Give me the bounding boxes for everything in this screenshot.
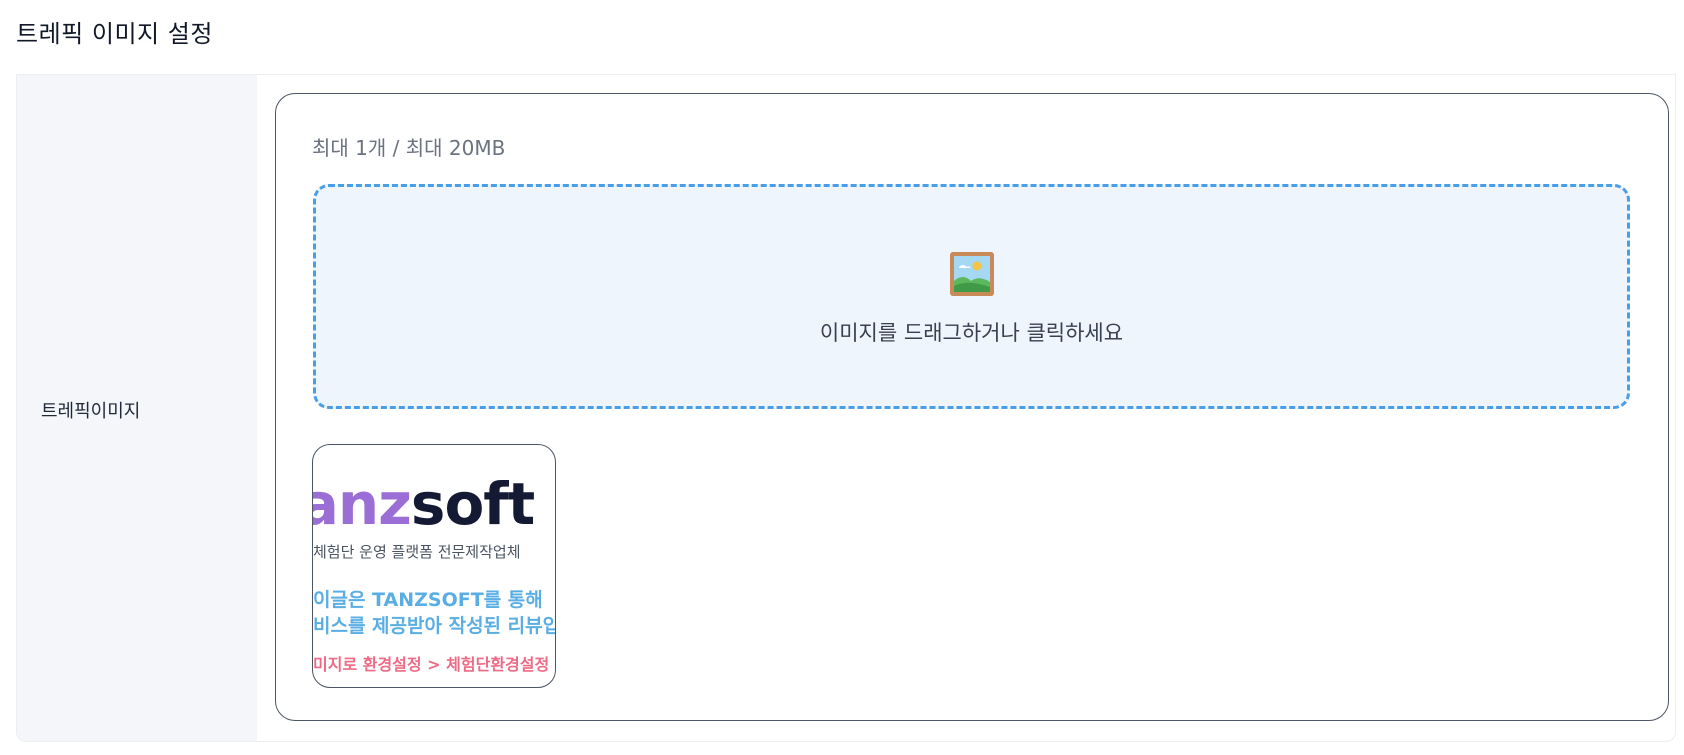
thumbnail-image-content: tanzsoft 체험단 운영 플랫폼 전문제작업체 이글은 TANZSOFT를… bbox=[313, 445, 556, 687]
logo-part-a: anz bbox=[313, 470, 412, 538]
thumbnail-logo: tanzsoft bbox=[313, 475, 535, 533]
row-label: 트레픽이미지 bbox=[41, 401, 141, 422]
upload-card: 최대 1개 / 최대 20MB 이미지를 드래그하거나 클릭하세요 tanzso… bbox=[275, 93, 1669, 721]
page-title: 트레픽 이미지 설정 bbox=[16, 20, 213, 48]
header-divider bbox=[16, 74, 1676, 75]
upload-limit-text: 최대 1개 / 최대 20MB bbox=[312, 136, 506, 160]
framed-picture-icon bbox=[949, 252, 994, 296]
thumbnail-notice-line-2: 비스를 제공받아 작성된 리뷰입 bbox=[313, 615, 556, 637]
dropzone-instruction: 이미지를 드래그하거나 클릭하세요 bbox=[819, 321, 1124, 345]
thumbnail-tagline: 체험단 운영 플랫폼 전문제작업체 bbox=[313, 543, 521, 561]
logo-part-b: soft bbox=[410, 470, 535, 538]
uploaded-image-thumbnail[interactable]: tanzsoft 체험단 운영 플랫폼 전문제작업체 이글은 TANZSOFT를… bbox=[312, 444, 556, 688]
image-dropzone[interactable]: 이미지를 드래그하거나 클릭하세요 bbox=[313, 184, 1630, 409]
thumbnail-notice-line-3: 미지로 환경설정 > 체험단환경설정 bbox=[313, 655, 550, 674]
thumbnail-notice-line-1: 이글은 TANZSOFT를 통해 bbox=[313, 589, 543, 611]
row-label-cell: 트레픽이미지 bbox=[17, 75, 257, 741]
settings-row-traffic-image: 트레픽이미지 최대 1개 / 최대 20MB 이미지를 드래그하거나 클릭하세요… bbox=[16, 75, 1676, 742]
